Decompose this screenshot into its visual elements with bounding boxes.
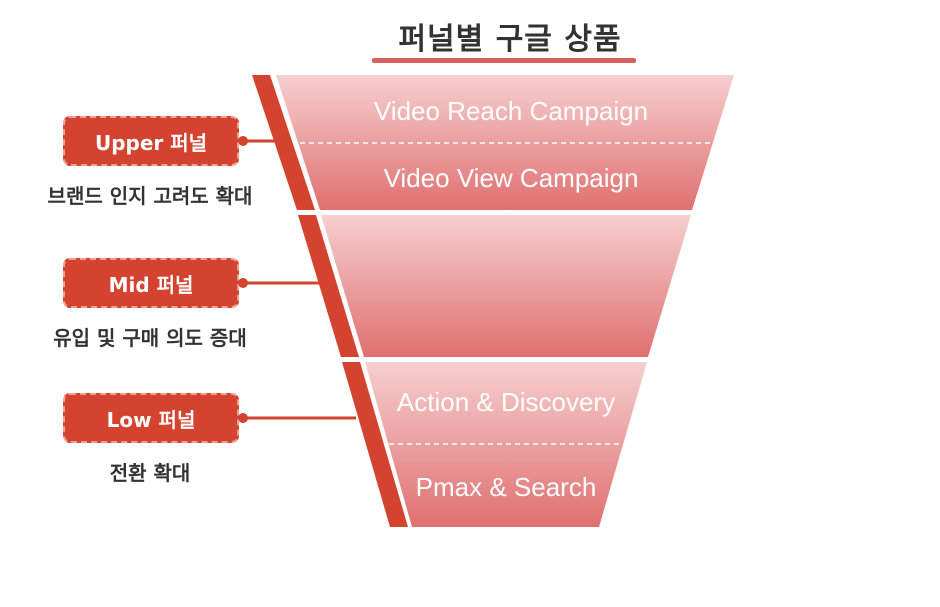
product-label-pmax-search: Pmax & Search xyxy=(415,472,597,502)
product-label-video-view: Video View Campaign xyxy=(383,163,639,193)
connector-mid-dot xyxy=(238,278,248,288)
connector-upper-dot xyxy=(238,136,248,146)
side-bar-low xyxy=(342,362,408,527)
connector-low-dot xyxy=(238,413,248,423)
title-underline xyxy=(372,58,636,63)
funnel-segment-mid xyxy=(321,215,691,357)
side-bar-mid xyxy=(298,215,359,357)
badge-upper: Upper 퍼널 xyxy=(63,116,239,166)
desc-low: 전환 확대 xyxy=(109,461,191,485)
badge-mid: Mid 퍼널 xyxy=(63,258,239,308)
page-title: 퍼널별 구글 상품 xyxy=(398,22,622,57)
product-label-action-discovery: Action & Discovery xyxy=(396,387,616,417)
funnel-segment-upper xyxy=(276,75,734,210)
product-label-video-reach: Video Reach Campaign xyxy=(373,96,649,126)
badge-low: Low 퍼널 xyxy=(63,393,239,443)
side-bar-upper xyxy=(252,75,315,210)
desc-mid: 유입 및 구매 의도 증대 xyxy=(53,326,247,350)
desc-upper: 브랜드 인지 고려도 확대 xyxy=(47,184,253,208)
